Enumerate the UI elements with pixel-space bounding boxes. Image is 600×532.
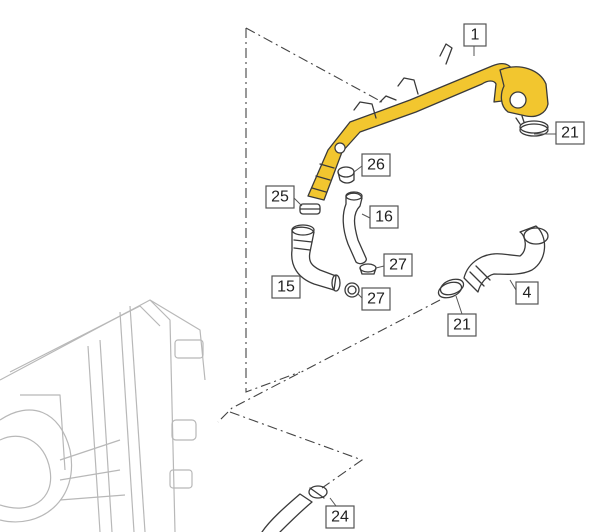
svg-text:21: 21 [561, 125, 579, 142]
hose-clamp-21-lower [437, 278, 465, 299]
svg-text:27: 27 [389, 257, 407, 274]
svg-text:24: 24 [331, 509, 349, 526]
reference-dashed-lines [217, 27, 441, 489]
svg-text:25: 25 [271, 189, 289, 206]
callout-1: 1 [463, 23, 487, 47]
callout-26: 26 [361, 153, 391, 177]
hose-clamp-21-upper [515, 115, 549, 137]
svg-text:1: 1 [471, 27, 480, 44]
svg-text:26: 26 [367, 157, 385, 174]
callout-16: 16 [369, 205, 399, 229]
callout-25: 25 [265, 185, 295, 209]
hose-part-16 [342, 191, 367, 265]
hose-part-24 [261, 485, 328, 532]
callout-24: 24 [325, 505, 355, 529]
sleeve-part-25 [299, 203, 321, 215]
flange-bore-icon [509, 91, 527, 109]
svg-text:16: 16 [375, 209, 393, 226]
elbow-pipe-part-15 [291, 224, 341, 292]
callout-21-lower: 21 [447, 313, 477, 337]
svg-text:4: 4 [523, 285, 532, 302]
svg-text:27: 27 [367, 291, 385, 308]
radiator-outline [0, 299, 206, 532]
svg-text:21: 21 [453, 317, 471, 334]
callout-21-upper: 21 [555, 121, 585, 145]
coolant-pipe-part-1 [307, 43, 549, 201]
cap-part-27-lower [344, 282, 360, 298]
svg-text:15: 15 [277, 279, 295, 296]
callout-27-lower: 27 [361, 287, 391, 311]
callout-15: 15 [271, 275, 301, 299]
clip-part-27-upper [359, 263, 377, 275]
return-hose-part-4 [463, 225, 549, 293]
fitting-part-26 [337, 166, 355, 184]
callout-4: 4 [515, 281, 539, 305]
callout-27-upper: 27 [383, 253, 413, 277]
